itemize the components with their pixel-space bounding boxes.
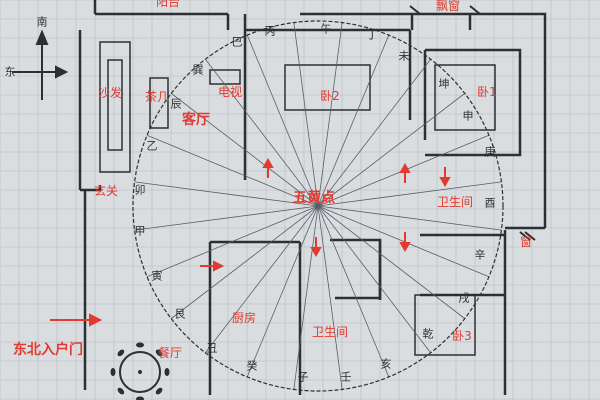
compass-ray [170,205,319,319]
direction-label: 巽 [192,63,204,77]
kitchen-label: 厨房 [231,311,257,325]
direction-label: 子 [297,370,309,384]
red-arrow [310,237,322,258]
compass-ray [317,205,490,278]
walls [78,0,547,395]
compass-ray [146,134,319,207]
bedroom2-label: 卧2 [320,89,340,103]
compass-ray [317,205,390,378]
bed2-shape [284,64,371,111]
direction-label: 亥 [380,357,392,371]
chair-icon [117,387,125,395]
compass-ray [293,22,319,207]
bedroom1-label: 卧1 [477,85,497,99]
chair-icon [136,396,144,400]
compass-ray [205,205,319,354]
compass-ray [317,58,431,207]
chair-icon [136,342,144,348]
entrance-arrow [50,313,103,327]
compass-south-label: 南 [36,15,48,29]
red-arrow [262,157,274,178]
direction-label: 辛 [474,248,486,262]
compass-ray [134,181,319,207]
direction-label: 巳 [231,35,243,49]
direction-label: 庚 [484,145,496,159]
tv-shape [209,69,241,85]
direction-label: 酉 [484,196,496,210]
flow-arrows [200,157,451,272]
chair-icon [117,349,125,357]
bed1-shape [434,64,496,131]
direction-label: 丁 [366,28,378,42]
compass-ray [293,205,319,390]
foyer-label: 玄关 [93,184,119,198]
compass-ray [146,205,319,278]
living-room-label: 客厅 [182,112,210,128]
compass-ray [246,205,319,378]
window-marks [409,5,536,241]
direction-label: 申 [462,109,474,123]
direction-label: 坤 [438,77,450,91]
sofa-label: 沙发 [97,86,123,100]
red-arrow [399,162,411,183]
furniture [99,41,496,356]
compass-ray [317,205,466,319]
bed3-shape [414,294,476,356]
compass-ray [205,58,319,207]
direction-label: 丙 [264,24,276,38]
compass-ray [317,205,431,354]
chair-icon [155,349,163,357]
tea-table-shape [149,77,169,129]
direction-label: 壬 [340,370,352,384]
direction-label: 艮 [174,307,186,321]
compass-ray [317,22,343,207]
compass-ray [317,34,390,207]
bay-window-label: 飘窗 [435,0,461,13]
direction-label: 卯 [134,183,146,197]
chair-icon [110,368,116,376]
compass-ray [170,93,319,207]
tea-table-label: 茶几 [144,90,170,104]
compass-ray [317,205,502,231]
direction-label: 辰 [170,97,182,111]
red-arrow [439,167,451,188]
direction-label: 乙 [146,139,158,153]
chair-icon [164,368,170,376]
bathroom2-label: 卫生间 [311,325,349,339]
bathroom1-label: 卫生间 [436,195,474,209]
compass-ray [246,34,319,207]
direction-label: 丑 [206,341,218,355]
red-arrow [399,232,411,253]
compass-ray [317,93,466,207]
chair-icon [155,387,163,395]
compass-ray [134,205,319,231]
direction-label: 癸 [246,359,258,373]
sofa-shape [99,41,131,173]
entrance-label: 东北入户门 [13,342,83,358]
dining-table-icon [110,342,170,400]
compass-east-label: 东 [4,65,16,79]
compass-rays [134,22,502,390]
luopan-circle [132,20,504,392]
direction-label: 未 [398,49,410,63]
center-point-label: 五黄点 [293,190,335,206]
direction-label: 午 [320,22,332,36]
bedroom3-label: 卧3 [452,329,472,343]
direction-label: 戌 [458,291,470,305]
direction-label: 寅 [151,269,163,283]
window-label: 窗 [519,235,533,249]
compass-ray [317,181,502,207]
red-arrow [200,260,225,272]
compass-symbol [12,29,69,100]
compass-ray [317,205,343,390]
tv-label: 电视 [217,85,243,99]
sofa-inner [107,59,123,151]
direction-label: 乾 [422,327,434,341]
direction-label: 甲 [134,224,146,238]
balcony-label: 阳台 [155,0,181,9]
dining-label: 餐厅 [157,346,183,360]
